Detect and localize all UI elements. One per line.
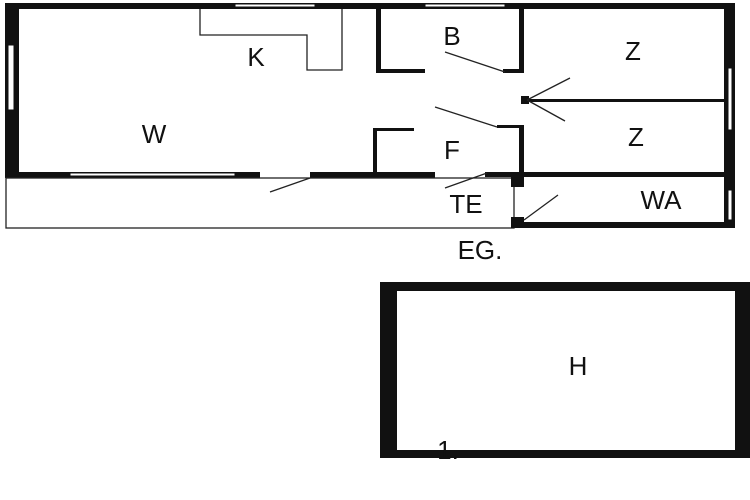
kitchen-counter [199, 9, 343, 71]
room-label-living: W [142, 119, 167, 149]
room-label-kitchen: K [247, 42, 265, 72]
room-label-terrace: TE [449, 189, 482, 219]
floor-label-upper: 1. [437, 435, 459, 465]
upper-floor [380, 282, 750, 458]
room-label-laundry: WA [641, 185, 683, 215]
room-label-upper: H [569, 351, 588, 381]
room-label-bath: B [443, 21, 460, 51]
room-label-hall: F [444, 135, 460, 165]
room-label-room-1: Z [625, 36, 641, 66]
windows [7, 3, 733, 221]
room-label-room-2: Z [628, 122, 644, 152]
door-swings [269, 51, 571, 221]
floor-label-ground: EG. [458, 235, 503, 265]
